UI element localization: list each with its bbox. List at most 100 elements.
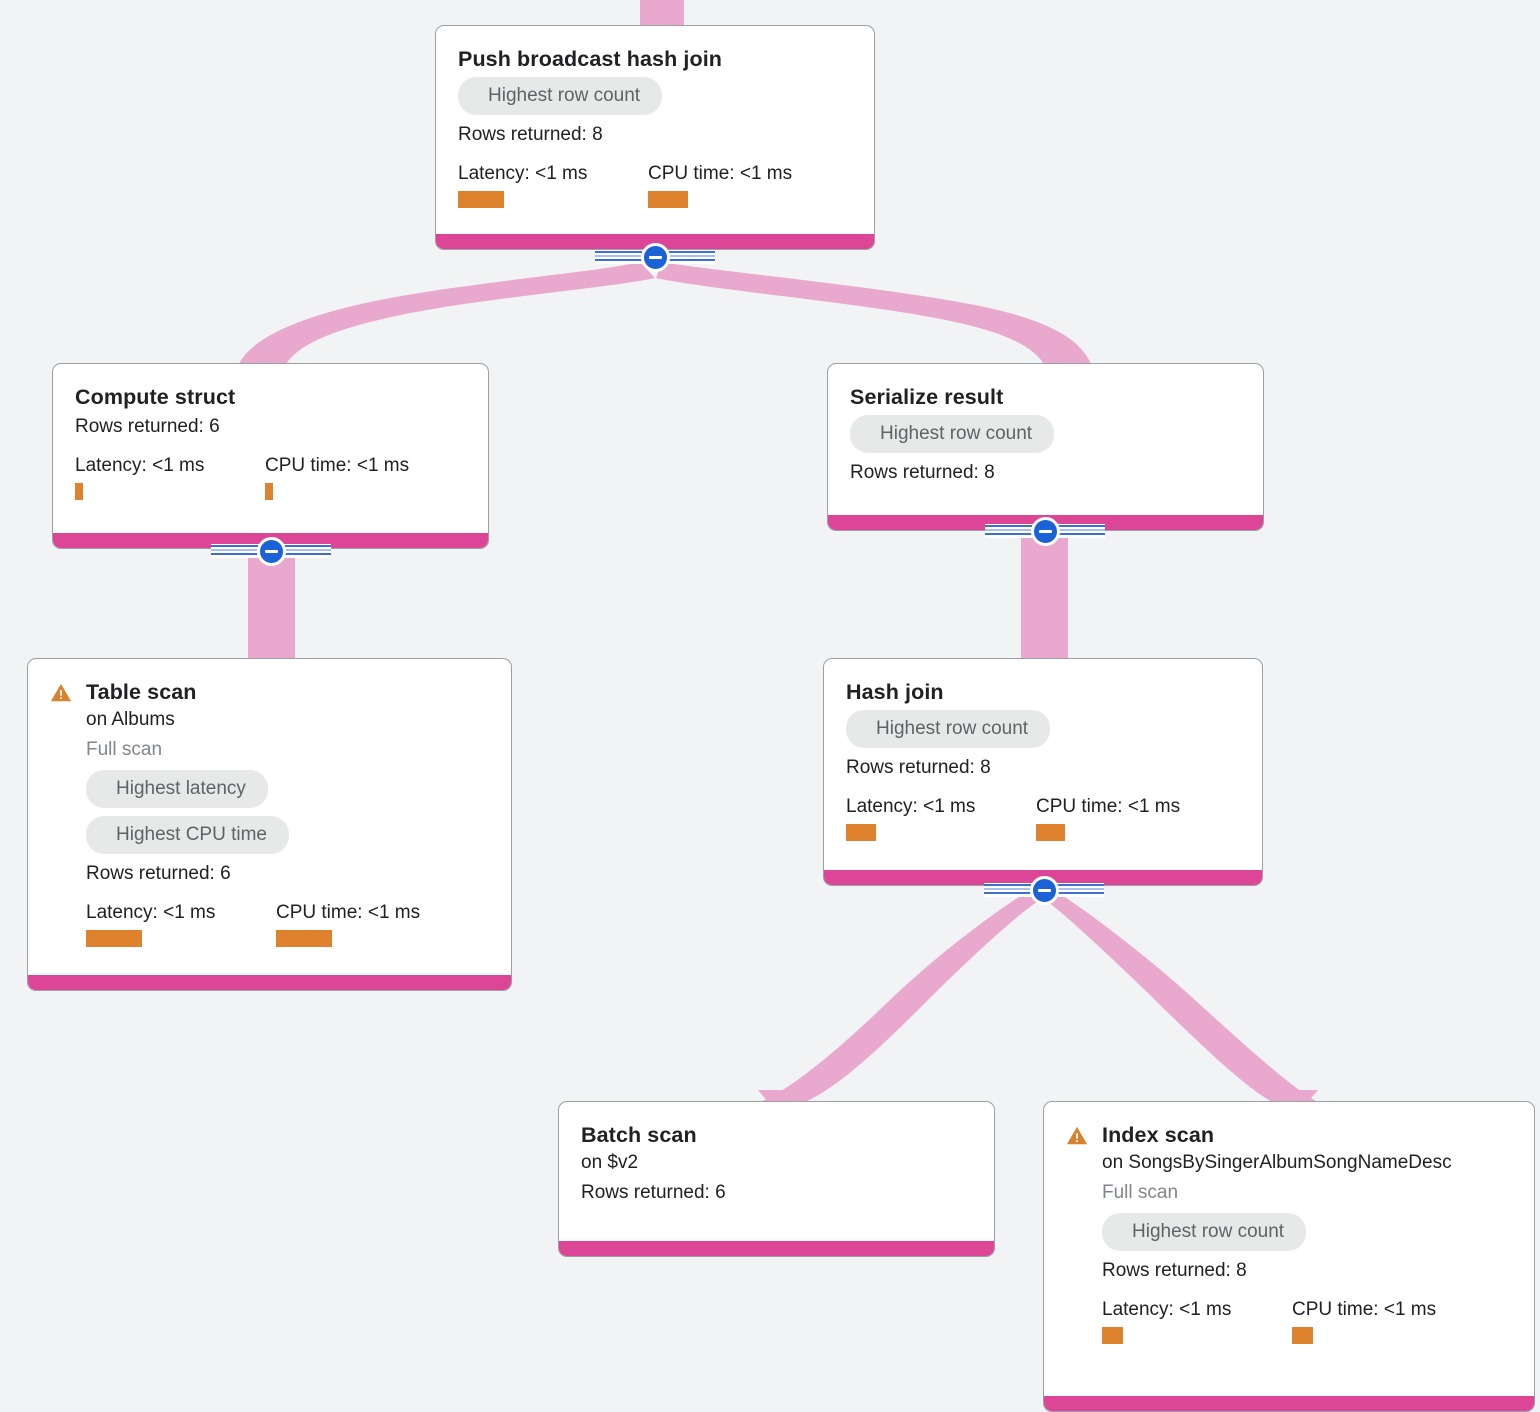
scan-type: Full scan xyxy=(86,739,163,760)
plan-node-compute-struct[interactable]: Compute struct Rows returned: 6 Latency:… xyxy=(52,363,489,549)
node-details: on SongsBySingerAlbumSongNameDesc Full s… xyxy=(1066,1148,1512,1344)
node-body: Batch scan on $v2 Rows returned: 6 xyxy=(559,1102,994,1222)
rows-returned: Rows returned: 8 xyxy=(846,757,991,778)
plan-node-index-scan[interactable]: Index scan on SongsBySingerAlbumSongName… xyxy=(1043,1101,1535,1412)
node-details: on Albums Full scan Highest latency High… xyxy=(50,705,489,947)
status-badge-highest-row-count: Highest row count xyxy=(1102,1213,1307,1251)
node-body: Hash join Highest row count Rows returne… xyxy=(824,659,1262,855)
node-details: Highest row count Rows returned: 8 xyxy=(850,410,1241,488)
edge-hash-join-to-batch-scan xyxy=(760,890,1046,1102)
latency-label: Latency: <1 ms xyxy=(1102,1299,1232,1320)
edge-root-to-compute-struct xyxy=(238,262,655,366)
latency-bar xyxy=(86,930,142,947)
status-badge-highest-row-count: Highest row count xyxy=(850,415,1055,453)
node-bottom-bar xyxy=(1044,1396,1534,1411)
edge-compute-struct-to-table-scan xyxy=(248,552,295,664)
node-title-row: Compute struct xyxy=(75,384,466,410)
minus-icon xyxy=(1030,516,1060,546)
plan-node-batch-scan[interactable]: Batch scan on $v2 Rows returned: 6 xyxy=(558,1101,995,1257)
latency-metric: Latency: <1 ms xyxy=(75,454,265,500)
metrics-row: Latency: <1 ms CPU time: <1 ms xyxy=(1102,1298,1512,1344)
node-title: Table scan xyxy=(86,680,197,704)
node-details: Rows returned: 6 Latency: <1 ms CPU time… xyxy=(75,412,466,500)
node-title: Serialize result xyxy=(850,385,1004,409)
edge-hash-join-to-index-scan xyxy=(1040,890,1318,1102)
plan-node-serialize-result[interactable]: Serialize result Highest row count Rows … xyxy=(827,363,1264,531)
plan-node-push-broadcast-hash-join[interactable]: Push broadcast hash join Highest row cou… xyxy=(435,25,875,250)
node-title-row: Push broadcast hash join xyxy=(458,46,852,72)
node-title: Compute struct xyxy=(75,385,236,409)
cpu-time-bar xyxy=(276,930,332,947)
node-body: Serialize result Highest row count Rows … xyxy=(828,364,1263,502)
cpu-time-bar xyxy=(1036,824,1065,841)
cpu-time-label: CPU time: <1 ms xyxy=(1292,1299,1437,1320)
cpu-time-metric: CPU time: <1 ms xyxy=(265,454,409,500)
node-bottom-bar xyxy=(28,975,511,990)
plan-node-table-scan[interactable]: Table scan on Albums Full scan Highest l… xyxy=(27,658,512,991)
rows-returned: Rows returned: 8 xyxy=(458,124,603,145)
node-title-row: Hash join xyxy=(846,679,1240,705)
rows-returned: Rows returned: 6 xyxy=(86,863,231,884)
warning-icon xyxy=(1066,1126,1088,1145)
latency-label: Latency: <1 ms xyxy=(458,163,588,184)
minus-icon xyxy=(1029,875,1059,905)
collapse-toggle-hash-join[interactable] xyxy=(984,875,1104,905)
node-title-row: Table scan xyxy=(50,679,489,705)
latency-metric: Latency: <1 ms xyxy=(86,901,276,947)
node-title-row: Serialize result xyxy=(850,384,1241,410)
latency-metric: Latency: <1 ms xyxy=(846,795,1036,841)
node-body: Push broadcast hash join Highest row cou… xyxy=(436,26,874,222)
status-badge-highest-latency: Highest latency xyxy=(86,770,268,808)
rows-returned: Rows returned: 6 xyxy=(581,1182,726,1203)
node-title: Batch scan xyxy=(581,1123,697,1147)
node-details: Highest row count Rows returned: 8 Laten… xyxy=(458,72,852,208)
cpu-time-bar xyxy=(265,483,273,500)
node-bottom-bar xyxy=(436,234,874,249)
status-badge-highest-row-count: Highest row count xyxy=(458,77,663,115)
warning-icon xyxy=(50,683,72,702)
minus-icon xyxy=(640,242,670,272)
latency-label: Latency: <1 ms xyxy=(86,902,216,923)
latency-label: Latency: <1 ms xyxy=(846,796,976,817)
cpu-time-label: CPU time: <1 ms xyxy=(276,902,421,923)
metrics-row: Latency: <1 ms CPU time: <1 ms xyxy=(75,454,466,500)
cpu-time-label: CPU time: <1 ms xyxy=(648,163,793,184)
latency-bar xyxy=(1102,1327,1123,1344)
collapse-toggle-serialize-result[interactable] xyxy=(985,516,1105,546)
collapse-toggle-push-broadcast-hash-join[interactable] xyxy=(595,242,715,272)
rows-returned: Rows returned: 8 xyxy=(850,462,995,483)
metrics-row: Latency: <1 ms CPU time: <1 ms xyxy=(458,162,852,208)
minus-icon xyxy=(256,536,286,566)
latency-bar xyxy=(458,191,504,208)
cpu-time-metric: CPU time: <1 ms xyxy=(276,901,420,947)
latency-label: Latency: <1 ms xyxy=(75,455,205,476)
plan-node-hash-join[interactable]: Hash join Highest row count Rows returne… xyxy=(823,658,1263,886)
node-body: Index scan on SongsBySingerAlbumSongName… xyxy=(1044,1102,1534,1358)
collapse-toggle-compute-struct[interactable] xyxy=(211,536,331,566)
edge-serialize-result-to-hash-join xyxy=(1021,532,1068,664)
node-title-row: Batch scan xyxy=(581,1122,972,1148)
node-title: Index scan xyxy=(1102,1123,1215,1147)
rows-returned: Rows returned: 6 xyxy=(75,416,220,437)
node-bottom-bar xyxy=(559,1241,994,1256)
edge-incoming-top xyxy=(640,0,684,28)
latency-bar xyxy=(75,483,83,500)
edge-root-to-serialize-result xyxy=(656,262,1092,366)
cpu-time-label: CPU time: <1 ms xyxy=(1036,796,1181,817)
node-body: Compute struct Rows returned: 6 Latency:… xyxy=(53,364,488,514)
status-badge-highest-cpu-time: Highest CPU time xyxy=(86,816,289,854)
scan-type: Full scan xyxy=(1102,1182,1179,1203)
node-details: on $v2 Rows returned: 6 xyxy=(581,1148,972,1208)
latency-metric: Latency: <1 ms xyxy=(458,162,648,208)
metrics-row: Latency: <1 ms CPU time: <1 ms xyxy=(86,901,489,947)
latency-metric: Latency: <1 ms xyxy=(1102,1298,1292,1344)
cpu-time-metric: CPU time: <1 ms xyxy=(648,162,792,208)
cpu-time-label: CPU time: <1 ms xyxy=(265,455,410,476)
cpu-time-bar xyxy=(648,191,688,208)
node-title: Hash join xyxy=(846,680,944,704)
scan-target: on $v2 xyxy=(581,1152,639,1173)
metrics-row: Latency: <1 ms CPU time: <1 ms xyxy=(846,795,1240,841)
scan-target: on SongsBySingerAlbumSongNameDesc xyxy=(1102,1152,1452,1173)
scan-target: on Albums xyxy=(86,709,175,730)
